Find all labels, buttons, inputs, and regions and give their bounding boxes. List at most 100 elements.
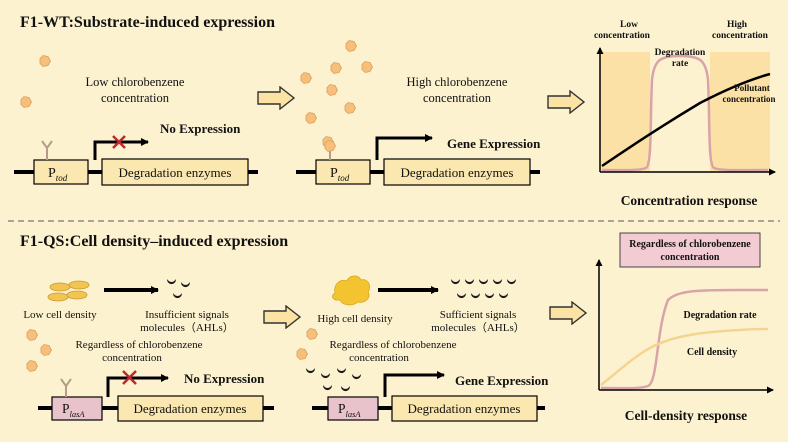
cell-density-response-caption: Cell-density response [625, 408, 747, 423]
pollutant-dot [345, 40, 357, 52]
gene-expression-label: Gene Expression [447, 136, 541, 151]
ahl-molecule [465, 279, 474, 285]
signal-molecules-near-construct [306, 368, 361, 392]
high-density-cells [332, 275, 370, 306]
ahl-molecule [173, 293, 182, 299]
transcription-arrow [106, 374, 169, 397]
insufficient-signals-line2: molecules（AHLs） [140, 321, 233, 334]
qs-construct-expression: PlasA Degradation enzymes Gene Expressio… [312, 371, 549, 422]
inhibit-x-icon [112, 135, 126, 149]
regardless-box [619, 232, 761, 268]
degradation-rate-curve [600, 288, 768, 390]
gene-expression-label: Gene Expression [455, 373, 549, 388]
regardless-box-line1: Regardless of chlorobenzene [629, 239, 751, 250]
hollow-arrow-icon [257, 86, 295, 110]
pollutant-label-line2: concentration [723, 94, 776, 104]
pollutant-dot [326, 84, 338, 96]
promoter-box-tod [33, 159, 89, 185]
pollutant-dots-right [296, 328, 318, 360]
pollutant-dot [300, 72, 312, 84]
degradation-enzymes-label: Degradation enzymes [401, 165, 514, 180]
promoter-box-lasa [327, 396, 379, 421]
no-expression-label: No Expression [184, 371, 265, 386]
degradation-rate-label-line1: Degradation [655, 48, 706, 58]
pollutant-dot [361, 61, 373, 73]
ahl-molecule [493, 279, 502, 285]
hollow-arrow-icon [263, 305, 301, 329]
pollutant-dot [40, 344, 52, 356]
promoter-label: Ptod [330, 166, 350, 183]
high-concentration-label-line2: concentration [712, 31, 769, 41]
cell-cluster-icon [332, 275, 370, 306]
low-concentration-label-line1: Low [620, 20, 638, 30]
concentration-response-caption: Concentration response [621, 193, 758, 208]
pollutant-dot [20, 96, 32, 108]
degradation-rate-label: Degradation rate [683, 310, 757, 321]
high-concentration-label-line1: High [727, 20, 748, 30]
pollutant-dots-low [20, 55, 51, 108]
receptor-icon [41, 140, 53, 160]
high-concentration-label-line2: concentration [423, 91, 492, 105]
cell-density-response-chart: Regardless of chlorobenzene concentratio… [595, 232, 774, 423]
receptor-icon [60, 378, 72, 397]
high-concentration-label-line1: High chlorobenzene [406, 75, 507, 89]
degradation-enzymes-box [101, 158, 249, 186]
ahl-molecule [341, 386, 350, 392]
cell-icon [49, 282, 71, 292]
pollutant-concentration-line [601, 72, 771, 168]
bound-pollutant-dot [324, 140, 336, 152]
cell-icon [47, 292, 69, 302]
hollow-arrow-icon [549, 301, 587, 325]
ahl-molecule [323, 385, 332, 391]
low-density-cells [47, 280, 90, 302]
degradation-enzymes-label: Degradation enzymes [134, 401, 247, 416]
low-concentration-band [600, 52, 650, 172]
ahl-molecule [485, 293, 494, 299]
regardless2-label-line1: Regardless of chlorobenzene [329, 339, 456, 351]
cell-icon [68, 280, 90, 290]
cell-density-label: Cell density [687, 347, 737, 358]
pollutant-dot [306, 328, 318, 340]
low-concentration-label-line2: concentration [594, 31, 651, 41]
regardless2-label-line2: concentration [349, 352, 409, 364]
high-cell-density-label: High cell density [317, 313, 393, 325]
hollow-arrow-icon [547, 90, 585, 114]
transcription-arrow [93, 138, 149, 160]
pollutant-dot [26, 360, 38, 372]
promoter-label: PlasA [338, 401, 361, 419]
promoter-box-tod [315, 159, 371, 185]
promoter-label: Ptod [48, 166, 68, 183]
ahl-molecule [321, 373, 330, 379]
ahl-molecule [499, 293, 508, 299]
insufficient-signals-line1: Insufficient signals [145, 309, 229, 321]
ahl-molecule [306, 368, 315, 374]
ahl-molecule [337, 368, 346, 374]
low-concentration-label-line1: Low chlorobenzene [86, 75, 185, 89]
ahl-molecule [479, 279, 488, 285]
promoter-box-lasa [51, 396, 103, 421]
ahl-molecule [451, 279, 460, 285]
inhibit-x-icon [122, 370, 137, 385]
bottom-panel-title: F1-QS:Cell density–induced expression [20, 233, 288, 250]
gene-construct-no-expression: Ptod Degradation enzymes No Expression [14, 121, 258, 186]
sufficient-signals-line1: Sufficient signals [440, 309, 516, 321]
high-concentration-band [710, 52, 770, 172]
sufficient-signals-line2: molecules（AHLs） [431, 321, 524, 334]
concentration-response-chart: Low concentration High concentration Deg… [594, 20, 776, 208]
degradation-rate-label-line2: rate [672, 59, 688, 69]
regardless-box-line2: concentration [661, 252, 720, 263]
transcription-arrow [383, 371, 445, 397]
low-concentration-label-line2: concentration [101, 91, 170, 105]
regardless-label-line1: Regardless of chlorobenzene [75, 339, 202, 351]
pollutant-dot [330, 62, 342, 74]
qs-construct-no-expression: PlasA Degradation enzymes No Expression [38, 370, 274, 422]
pollutant-dot [344, 102, 356, 114]
promoter-label: PlasA [62, 401, 85, 419]
signal-molecules-few [167, 279, 190, 299]
pollutant-label-line1: Pollutant [734, 83, 770, 93]
pollutant-dots-left [26, 329, 52, 372]
low-cell-density-label: Low cell density [23, 309, 97, 321]
top-panel: F1-WT:Substrate-induced expression Low c… [14, 14, 776, 208]
cell-density-curve [600, 327, 769, 386]
